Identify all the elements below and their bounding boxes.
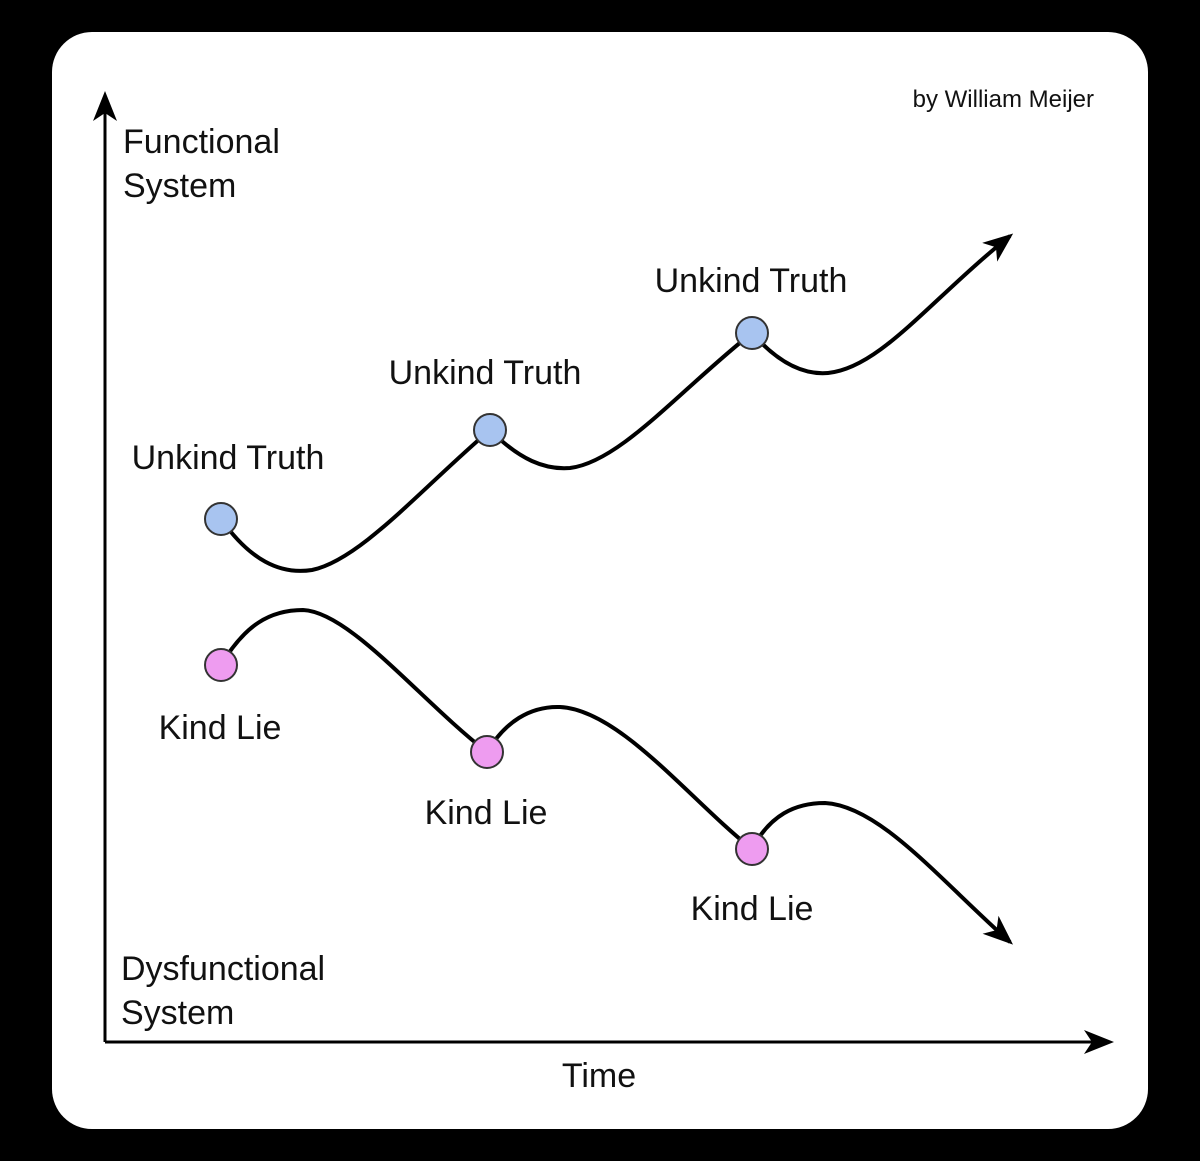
unkind-truth-label-1: Unkind Truth: [132, 439, 325, 477]
x-axis-label: Time: [562, 1057, 636, 1095]
kind-lie-marker-1: [204, 648, 238, 682]
unkind-truth-marker-3: [735, 316, 769, 350]
y-axis-bottom-label-line1: Dysfunctional: [121, 950, 325, 988]
kind-lie-label-2: Kind Lie: [425, 794, 548, 832]
unkind-truth-marker-2: [473, 413, 507, 447]
credit-text: by William Meijer: [913, 86, 1094, 113]
y-axis-top-label-line1: Functional: [123, 123, 280, 161]
unkind-truth-path: [219, 233, 1014, 573]
unkind-truth-marker-1: [204, 502, 238, 536]
y-axis-bottom-label-line2: System: [121, 994, 234, 1032]
unkind-truth-label-2: Unkind Truth: [389, 354, 582, 392]
kind-lie-path: [219, 607, 1013, 945]
kind-lie-label-1: Kind Lie: [159, 709, 282, 747]
unkind-truth-label-3: Unkind Truth: [655, 262, 848, 300]
kind-lie-marker-2: [470, 735, 504, 769]
y-axis-top-label-line2: System: [123, 167, 236, 205]
diagram-panel: [52, 32, 1148, 1129]
kind-lie-label-3: Kind Lie: [691, 890, 814, 928]
kind-lie-marker-3: [735, 832, 769, 866]
